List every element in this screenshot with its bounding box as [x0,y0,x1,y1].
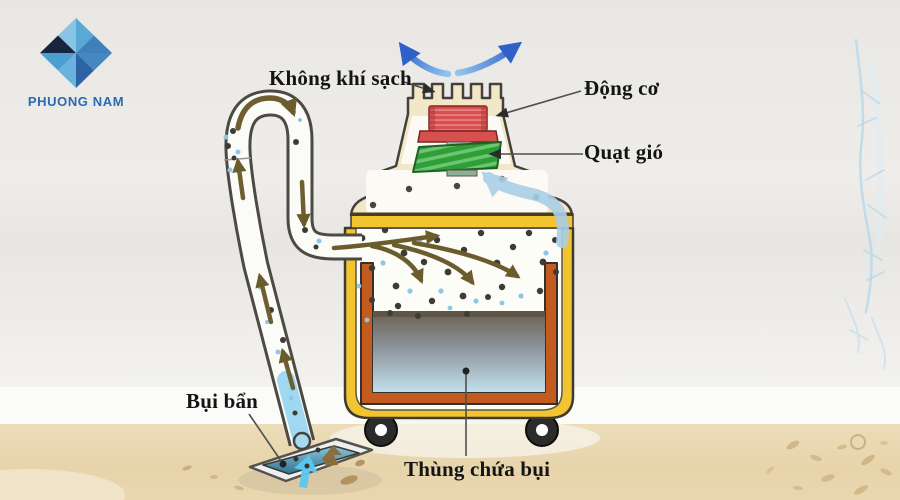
dust-particles [358,226,559,319]
dirt-chunk [322,445,342,466]
fan [412,141,502,177]
label-dust-container: Thùng chứa bụi [404,457,551,481]
fan-intake-arrow [481,171,569,248]
wheel-left [364,413,398,447]
logo-diamond-icon [40,18,112,88]
label-motor: Động cơ [584,76,660,100]
dust-pile [373,311,545,392]
dust-airflow-arrows [331,230,521,286]
label-lines [248,81,583,462]
hose-airflow-arrows [232,95,311,391]
hose-particles [223,118,322,416]
label-fan: Quạt gió [584,140,664,164]
frost-decoration [844,38,887,369]
container-pointer-dot [462,367,470,375]
suction-arrow-icon [294,455,318,488]
hose [223,89,362,450]
label-clean-air: Không khí sạch [269,66,412,90]
exhaust-arrows [398,41,523,78]
motor [417,105,499,148]
nozzle-joint [292,431,312,451]
dirt-pointer-dot [279,460,287,468]
label-dirt: Bụi bẩn [186,389,259,413]
logo-text: PHUONG NAM [27,94,125,109]
logo: PHUONG NAM [24,14,128,109]
lid-band [350,212,574,229]
